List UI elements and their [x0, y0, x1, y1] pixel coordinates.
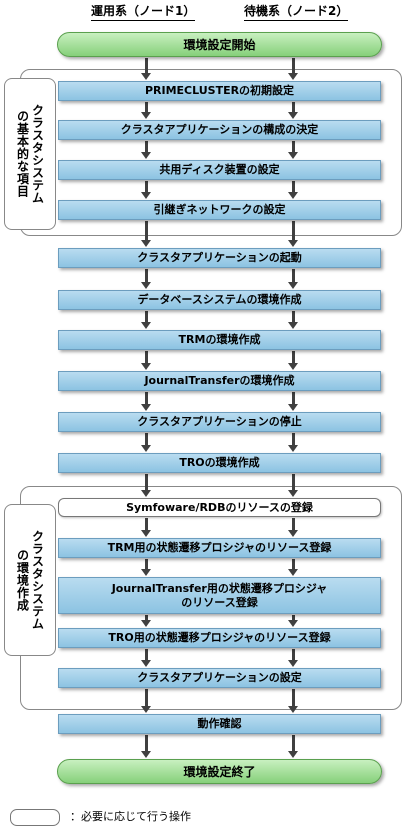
step-journaltransfer-env: JournalTransferの環境作成: [58, 371, 381, 391]
arrowhead-icon: [288, 73, 298, 80]
connector-line: [145, 141, 148, 152]
end-terminal: 環境設定終了: [57, 759, 382, 784]
connector-line: [145, 58, 148, 73]
arrowhead-icon: [288, 490, 298, 497]
arrowhead-icon: [288, 322, 298, 329]
connector-line: [292, 221, 295, 240]
step-tro-env: TROの環境作成: [58, 453, 381, 473]
connector-line: [292, 474, 295, 490]
arrowhead-icon: [141, 490, 151, 497]
arrowhead-icon: [288, 240, 298, 247]
arrowhead-icon: [141, 706, 151, 713]
step-primecluster-init: PRIMECLUSTERの初期設定: [58, 81, 381, 101]
connector-line: [145, 649, 148, 660]
connector-line: [292, 689, 295, 706]
step-cluster-app-settings: クラスタアプリケーションの設定: [58, 668, 381, 688]
group-environment-label-line-1: クラスタシステム: [30, 530, 45, 630]
group-environment-label: クラスタシステム の環境作成: [4, 504, 56, 656]
arrowhead-icon: [141, 240, 151, 247]
arrowhead-icon: [288, 152, 298, 159]
connector-line: [145, 474, 148, 490]
column-header-active-node: 運用系（ノード1）: [91, 4, 196, 21]
connector-line: [292, 141, 295, 152]
step-shared-disk: 共用ディスク装置の設定: [58, 160, 381, 180]
connector-line: [292, 269, 295, 282]
connector-line: [292, 392, 295, 404]
arrowhead-icon: [141, 620, 151, 627]
step-db-system-env: データベースシステムの環境作成: [58, 290, 381, 310]
arrowhead-icon: [288, 530, 298, 537]
arrowhead-icon: [141, 282, 151, 289]
connector-line: [292, 735, 295, 751]
connector-line: [292, 518, 295, 530]
arrowhead-icon: [141, 192, 151, 199]
group-environment-label-line-2: の環境作成: [15, 548, 30, 612]
group-basic-items-label-line-2: の基本的な項目: [15, 110, 30, 198]
step-takeover-network: 引継ぎネットワークの設定: [58, 200, 381, 220]
arrowhead-icon: [288, 404, 298, 411]
group-basic-items-label-line-1: クラスタシステム: [30, 104, 45, 204]
connector-line: [292, 311, 295, 322]
connector-line: [292, 58, 295, 73]
step-cluster-app-start: クラスタアプリケーションの起動: [58, 248, 381, 268]
arrowhead-icon: [288, 192, 298, 199]
arrowhead-icon: [141, 530, 151, 537]
arrowhead-icon: [288, 445, 298, 452]
arrowhead-icon: [288, 751, 298, 758]
start-terminal: 環境設定開始: [57, 32, 382, 57]
column-header-standby-node: 待機系（ノード2）: [244, 4, 349, 21]
connector-line: [292, 181, 295, 192]
arrowhead-icon: [141, 404, 151, 411]
connector-line: [292, 559, 295, 569]
connector-line: [292, 615, 295, 620]
arrowhead-icon: [288, 112, 298, 119]
step-trm-procedure-resource: TRM用の状態遷移プロシジャのリソース登録: [58, 538, 381, 558]
step-cluster-app-config: クラスタアプリケーションの構成の決定: [58, 120, 381, 140]
arrowhead-icon: [288, 363, 298, 370]
connector-line: [292, 433, 295, 445]
arrowhead-icon: [141, 569, 151, 576]
arrowhead-icon: [141, 445, 151, 452]
arrowhead-icon: [141, 73, 151, 80]
arrowhead-icon: [141, 322, 151, 329]
arrowhead-icon: [288, 660, 298, 667]
connector-line: [145, 518, 148, 530]
connector-line: [145, 221, 148, 240]
arrowhead-icon: [141, 660, 151, 667]
connector-line: [145, 392, 148, 404]
connector-line: [145, 559, 148, 569]
step-cluster-app-stop: クラスタアプリケーションの停止: [58, 412, 381, 432]
connector-line: [145, 181, 148, 192]
connector-line: [145, 433, 148, 445]
connector-line: [145, 689, 148, 706]
legend-text: ：必要に応じて行う操作: [70, 810, 191, 823]
arrowhead-icon: [288, 569, 298, 576]
connector-line: [145, 615, 148, 620]
connector-line: [145, 351, 148, 363]
legend-optional-swatch: [10, 809, 60, 826]
connector-line: [292, 102, 295, 112]
connector-line: [292, 351, 295, 363]
connector-line: [145, 311, 148, 322]
group-basic-items-label: クラスタシステム の基本的な項目: [4, 78, 56, 230]
step-rdb-resource-optional: Symfoware/RDBのリソースの登録: [58, 498, 381, 517]
step-tro-procedure-resource: TRO用の状態遷移プロシジャのリソース登録: [58, 628, 381, 648]
arrowhead-icon: [141, 112, 151, 119]
step-trm-env: TRMの環境作成: [58, 330, 381, 350]
arrowhead-icon: [288, 706, 298, 713]
arrowhead-icon: [288, 620, 298, 627]
arrowhead-icon: [288, 282, 298, 289]
connector-line: [145, 735, 148, 751]
arrowhead-icon: [141, 751, 151, 758]
step-journaltransfer-procedure-resource: JournalTransfer用の状態遷移プロシジャ のリソース登録: [58, 577, 381, 614]
step-operation-check: 動作確認: [58, 714, 381, 734]
connector-line: [145, 102, 148, 112]
connector-line: [145, 269, 148, 282]
connector-line: [292, 649, 295, 660]
arrowhead-icon: [141, 152, 151, 159]
arrowhead-icon: [141, 363, 151, 370]
